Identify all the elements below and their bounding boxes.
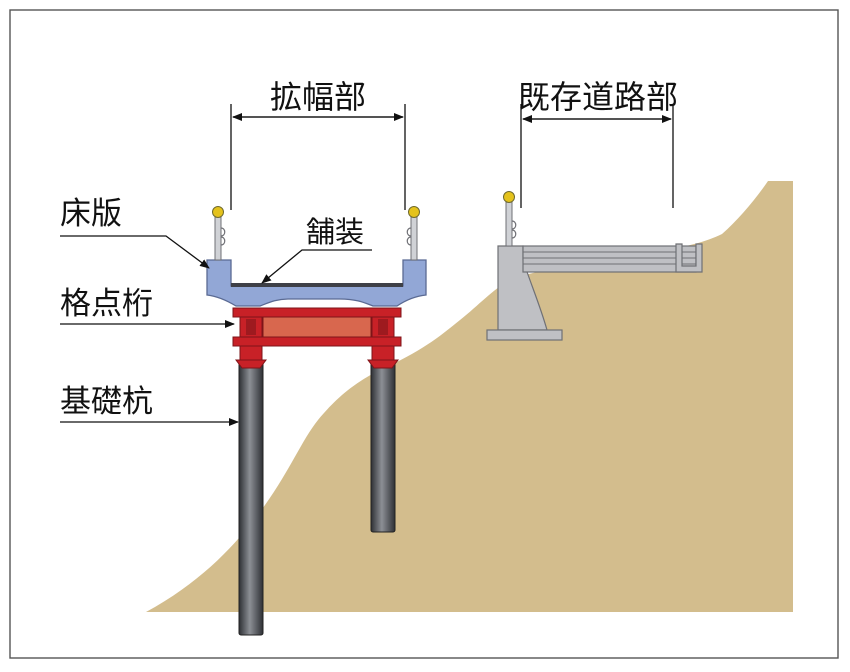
existing-road-slab (522, 245, 697, 273)
lattice-girder-frame (232, 307, 402, 369)
pavement-label: 舗装 (306, 215, 364, 249)
railing-lamp-icon (212, 206, 224, 218)
widening-railing-right (406, 206, 420, 261)
railing-lamp-icon (408, 206, 420, 218)
lattice-girder-label: 格点桁 (60, 286, 153, 322)
widening-railing-left (212, 206, 226, 261)
side-gutter (675, 243, 703, 273)
existing-road-structure (486, 191, 703, 341)
foundation-pile-right (370, 361, 396, 533)
existing-road-dimension (520, 104, 674, 208)
ground-slope (146, 181, 793, 612)
foundation-piles (238, 361, 396, 636)
slab-leader (60, 235, 210, 269)
railing-lamp-icon (503, 191, 515, 203)
pavement-leader (261, 249, 372, 284)
existing-road-railing (503, 191, 517, 247)
widening-label: 拡幅部 (270, 78, 366, 116)
widening-dimension (230, 104, 406, 210)
slab-label: 床版 (60, 196, 122, 232)
deck-slab (206, 259, 427, 307)
leader-lines (60, 235, 372, 426)
abutment-footing (486, 329, 563, 341)
girder-web-panel (262, 315, 372, 339)
pavement-layer (231, 283, 403, 287)
existing-road-label: 既存道路部 (518, 78, 678, 116)
foundation-pile-left (238, 361, 264, 636)
foundation-pile-label: 基礎杭 (60, 384, 153, 420)
